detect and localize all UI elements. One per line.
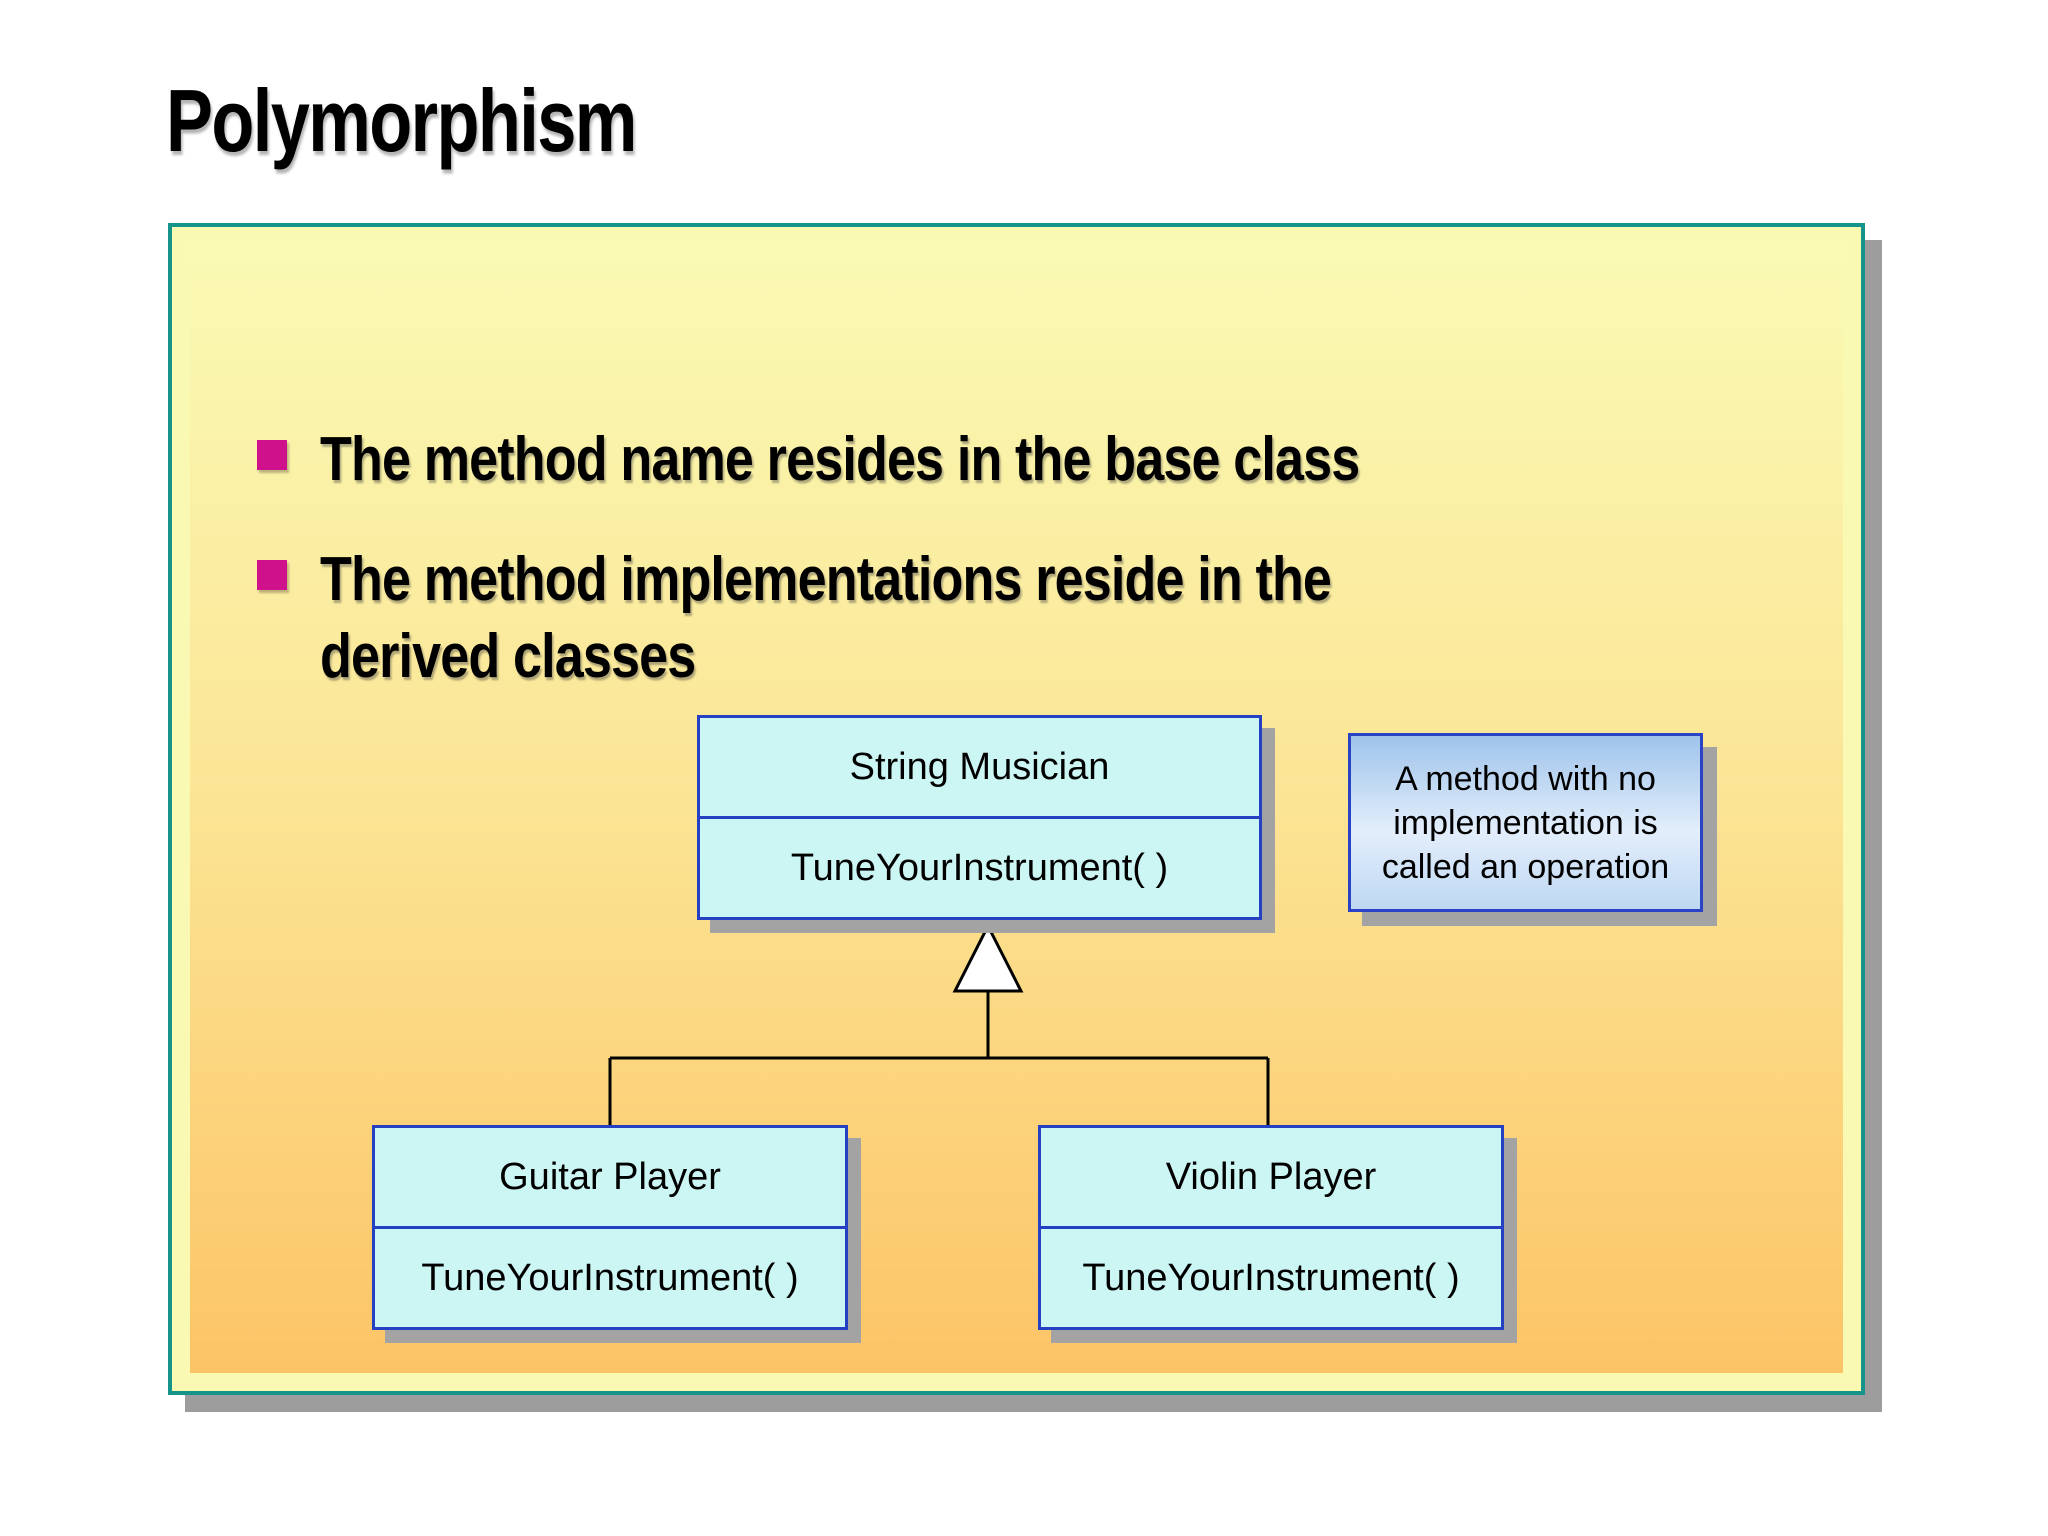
note-text-line: implementation is [1393, 803, 1658, 842]
bullet-text-line: The method name resides in the base clas… [320, 425, 1360, 494]
note-text-line: called an operation [1381, 847, 1670, 886]
note-text-line: A method with no [1395, 759, 1656, 798]
class-name-compartment: Violin Player [1041, 1128, 1501, 1229]
bullet-item-1: The method name resides in the base clas… [320, 421, 1557, 498]
bullet-text-line: The method implementations reside in the [320, 545, 1332, 614]
class-name-compartment: Guitar Player [375, 1128, 845, 1229]
class-name-compartment: String Musician [700, 718, 1259, 819]
bullet-text-line: derived classes [320, 622, 696, 691]
bullet-square-icon [257, 440, 287, 470]
bullet-square-icon [257, 560, 287, 590]
bullet-item-2: The method implementations reside in the… [320, 541, 1524, 695]
uml-class-box-base: String Musician TuneYourInstrument( ) [697, 715, 1262, 920]
note-box: A method with no implementation is calle… [1348, 733, 1703, 912]
class-method-compartment: TuneYourInstrument( ) [1082, 1256, 1460, 1299]
uml-class-box-violin: Violin Player TuneYourInstrument( ) [1038, 1125, 1504, 1330]
class-method-compartment: TuneYourInstrument( ) [790, 846, 1169, 889]
class-method-compartment: TuneYourInstrument( ) [421, 1256, 799, 1299]
uml-class-box-guitar: Guitar Player TuneYourInstrument( ) [372, 1125, 848, 1330]
slide-title: Polymorphism [166, 71, 637, 170]
